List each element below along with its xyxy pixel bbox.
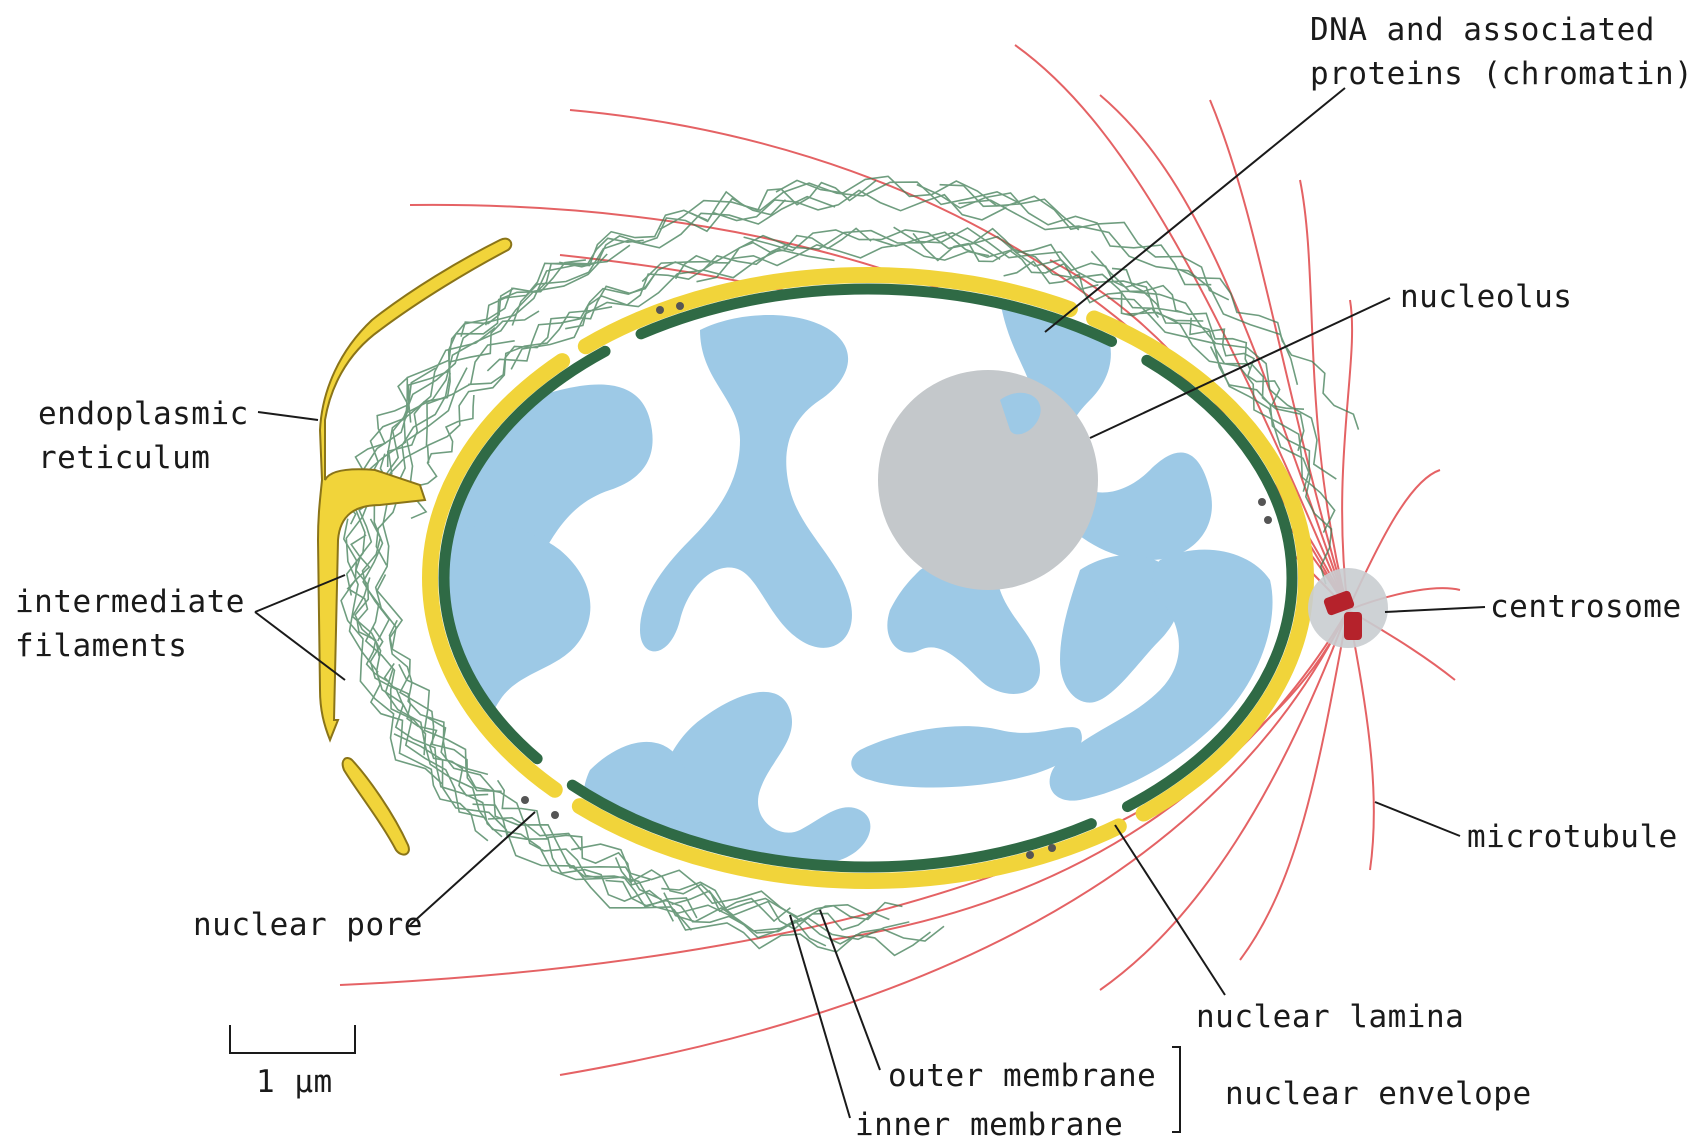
label-chromatin: DNA and associated proteins (chromatin) xyxy=(1310,8,1693,96)
label-nuclear-envelope: nuclear envelope xyxy=(1225,1072,1532,1116)
scale-bar-label: 1 µm xyxy=(256,1060,333,1104)
label-nuclear-lamina: nuclear lamina xyxy=(1196,995,1464,1039)
label-inner-membrane: inner membrane xyxy=(855,1103,1123,1147)
label-intermediate-filaments: intermediate filaments xyxy=(15,580,245,668)
scale-bar-line xyxy=(230,1025,355,1053)
label-endoplasmic-reticulum: endoplasmic reticulum xyxy=(38,392,249,480)
label-nucleolus: nucleolus xyxy=(1400,275,1572,319)
label-microtubule: microtubule xyxy=(1467,815,1678,859)
label-outer-membrane: outer membrane xyxy=(888,1054,1156,1098)
nucleus xyxy=(429,275,1306,881)
nucleolus-body xyxy=(878,370,1098,590)
intermediate-filament xyxy=(776,176,1079,230)
label-centrosome: centrosome xyxy=(1490,585,1682,629)
centrosome-shape xyxy=(1308,568,1388,648)
intermediate-filament xyxy=(672,891,890,930)
label-nuclear-pore: nuclear pore xyxy=(193,903,423,947)
